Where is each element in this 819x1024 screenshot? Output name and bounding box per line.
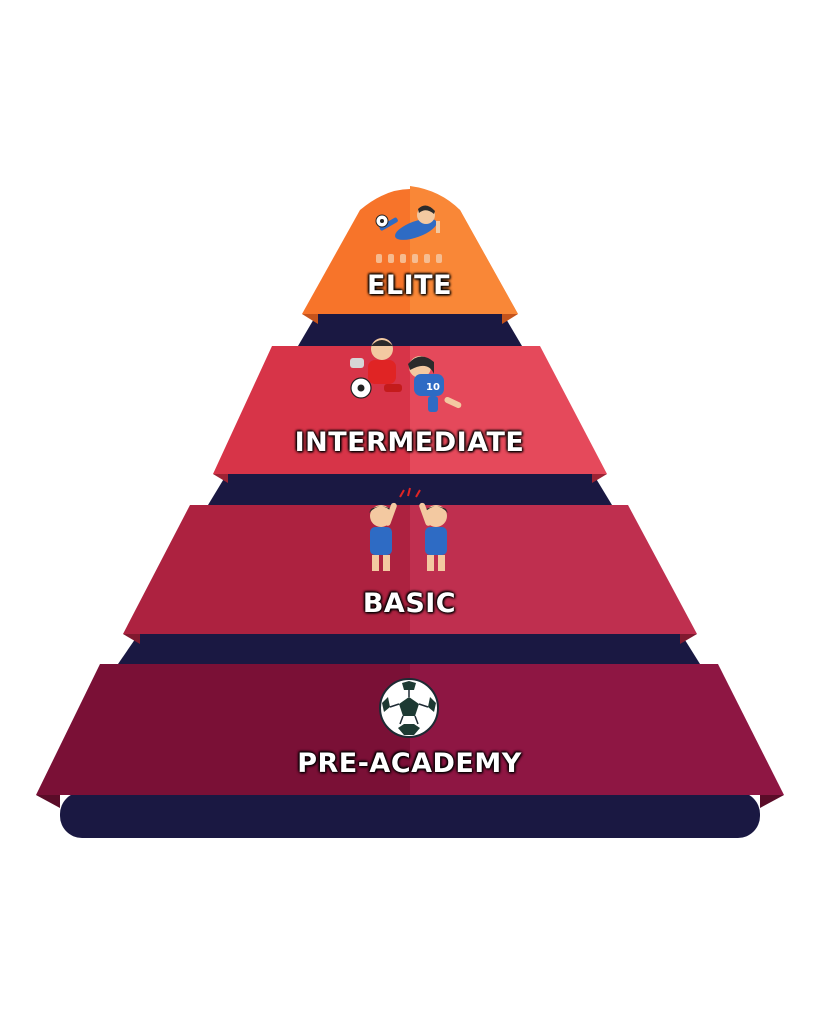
tier-intermediate-fold-left — [213, 472, 228, 483]
soccer-ball-icon — [379, 678, 439, 738]
tier-pre-academy-fold-left — [36, 792, 60, 808]
tier-intermediate-fold-right — [592, 472, 607, 483]
tier-elite-fold-right — [502, 312, 518, 324]
base-band — [60, 792, 760, 838]
tier-elite — [302, 186, 518, 324]
tier-label-intermediate: INTERMEDIATE — [294, 427, 525, 458]
tier-basic-shape-right — [410, 505, 697, 634]
goalkeeper-and-striker-icon: 10 — [350, 338, 462, 412]
tier-pre-academy-shape-right — [410, 664, 784, 795]
tier-pre-academy-fold-right — [760, 792, 784, 808]
band-pre-academy-basic — [118, 632, 700, 664]
crowd-icon — [376, 254, 442, 263]
tier-elite-fold-left — [302, 312, 318, 324]
high-five-players-icon — [369, 487, 448, 571]
tier-pre-academy — [36, 664, 784, 808]
tier-label-elite: ELITE — [366, 270, 453, 301]
tier-label-basic: BASIC — [362, 588, 457, 619]
tier-basic-shape-left — [123, 505, 410, 634]
tier-basic-fold-right — [680, 632, 697, 644]
tier-elite-shade — [410, 186, 518, 314]
tier-basic-fold-left — [123, 632, 140, 644]
tier-pre-academy-shape-left — [36, 664, 410, 795]
band-intermediate-elite — [298, 312, 522, 346]
tier-label-pre-academy: PRE-ACADEMY — [297, 748, 522, 779]
tier-intermediate-shape-right — [410, 346, 607, 474]
tier-intermediate — [213, 346, 607, 483]
svg-text:10: 10 — [426, 382, 440, 393]
tier-basic — [123, 505, 697, 644]
bicycle-kick-player-icon — [375, 205, 440, 240]
